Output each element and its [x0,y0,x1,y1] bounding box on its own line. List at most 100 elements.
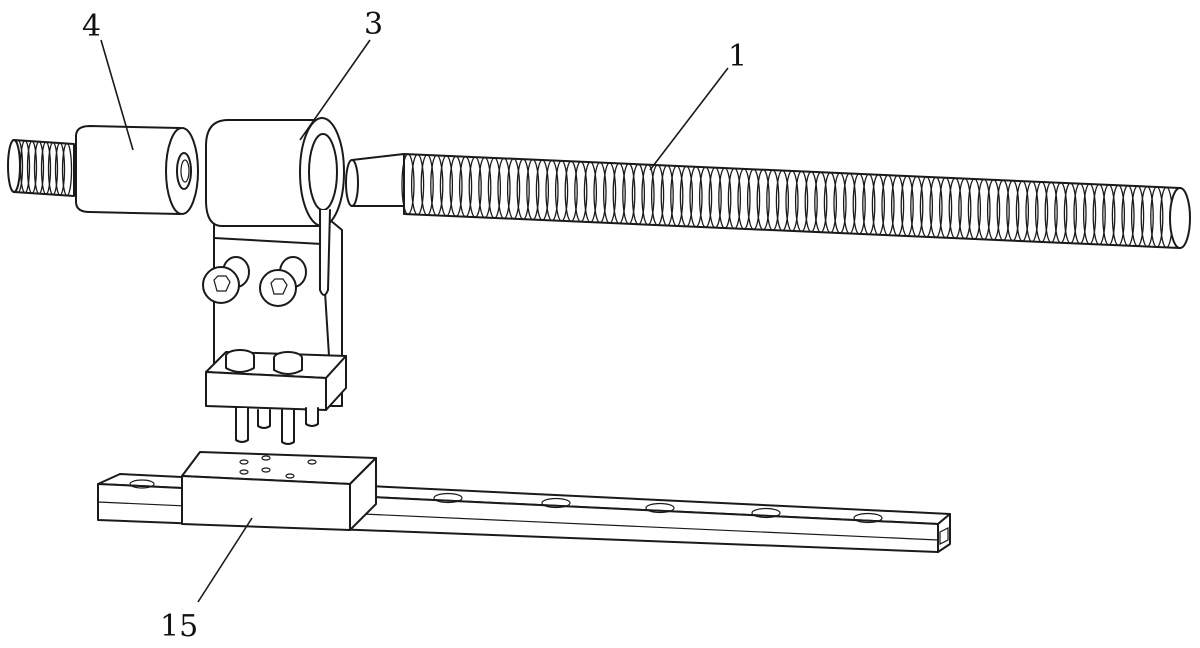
thread-coil [506,158,521,220]
thread-coil [938,177,953,239]
left-threaded-shaft [7,139,75,197]
thread-coil [670,165,684,227]
callout-1: 1 [728,39,747,74]
thread-coil [823,172,838,234]
screw-end-face [1169,187,1191,249]
thread-coil [910,175,924,238]
thread-coil [468,156,482,218]
thread-coil [641,164,655,226]
leader-line-15 [197,517,253,603]
thread-coil [516,158,530,220]
thread-coil [1150,186,1164,248]
thread-coil [401,153,415,215]
thread-coil [1140,185,1154,248]
bracket-clamp-slot [319,209,331,296]
callout-3: 3 [364,7,383,42]
thread-coil [814,171,828,233]
thread-coil [1034,181,1049,243]
thread-coil [410,153,425,216]
thread-coil [746,168,761,230]
thread-coil [679,165,694,228]
thread-coil [1044,181,1058,244]
thread-coil [631,163,646,225]
thread-coil [833,172,847,234]
thread-coil [1015,180,1030,242]
rail-hole-6 [853,512,883,524]
thread-coil [458,156,473,218]
cap-screw-left [202,256,250,304]
thread-coil [727,167,742,230]
thread-coil [420,154,434,216]
nut-bore-inner [180,159,190,183]
mount-block-front [205,371,327,411]
thread-coil [574,161,588,223]
thread-coil [1025,180,1039,243]
carriage-hole-1 [239,459,249,465]
cap-screw-right [259,256,307,307]
thread-coil [958,177,972,240]
dowel-pin-2 [257,409,271,429]
carriage-hole-6 [285,473,295,479]
coupling-nut [75,125,199,215]
thread-coil [602,162,617,224]
left-thread-coil [26,140,38,194]
thread-coil [1054,182,1068,244]
thread-coil [612,162,626,225]
bracket-boss-bore [308,133,338,211]
thread-coil [948,177,962,239]
left-thread-coil [40,141,52,195]
bracket-plate-edge [213,237,323,245]
thread-coil [785,170,799,232]
left-thread-coil [47,141,59,196]
screw-body [403,153,1181,249]
leader-line-1 [649,67,729,171]
left-thread-coil [54,142,66,196]
thread-coil [929,176,943,238]
thread-coil [430,154,444,217]
carriage-front [181,475,351,531]
thread-coil [1073,182,1087,245]
leader-line-3 [299,39,371,141]
thread-coil [737,168,751,230]
thread-coil [545,159,559,222]
thread-coil [698,166,713,228]
screw-journal-end [345,159,359,207]
carriage-hole-3 [307,459,317,465]
dowel-pin-3 [281,409,295,445]
thread-coil [1111,184,1126,246]
linear-guide [97,451,951,553]
thread-coil [593,161,607,224]
carriage-hole-2 [261,455,271,461]
callout-15: 15 [160,609,198,644]
thread-coil [794,170,809,233]
thread-coil [439,155,454,217]
rail-hole-1 [129,479,155,489]
thread-coil [718,167,732,229]
block-bolt-left [225,349,255,373]
carriage-hole-4 [239,469,249,475]
rail-hole-3 [541,497,571,509]
thread-coil [583,161,598,223]
rail-end-slot [939,527,949,545]
thread-coil [977,178,991,241]
thread-coil [708,166,722,229]
carriage-hole-5 [261,467,271,473]
rail-hole-4 [645,502,675,514]
thread-coil [890,174,905,237]
callout-4: 4 [82,9,101,44]
thread-coil [756,169,770,231]
thread-coil [1092,183,1106,246]
lead-screw [345,153,1191,249]
thread-coil [689,166,703,228]
thread-coil [862,173,876,236]
nut-body [75,125,181,215]
thread-coil [526,158,540,221]
thread-coil [554,160,569,222]
thread-coil [967,178,982,240]
thread-coil [996,179,1010,241]
thread-coil [1130,185,1145,247]
thread-coil [497,157,511,220]
thread-coil [660,164,674,227]
thread-coil [622,163,636,225]
